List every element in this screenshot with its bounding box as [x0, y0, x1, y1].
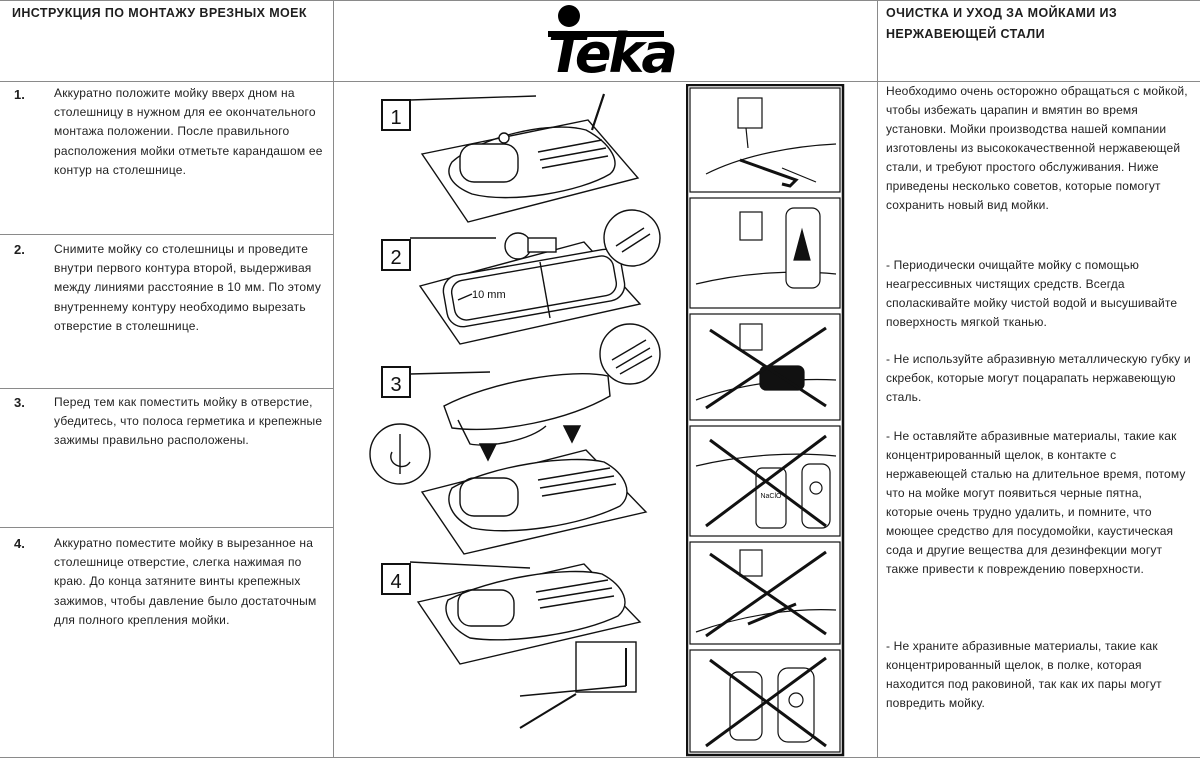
cut-offset-dimension: 10 mm	[472, 289, 506, 301]
logo-wordmark: Teka	[548, 22, 678, 85]
care-tip-no-chemicals: - Не оставляйте абразивные материалы, та…	[886, 429, 1186, 576]
care-title: ОЧИСТКА И УХОД ЗА МОЙКАМИ ИЗ НЕРЖАВЕЮЩЕЙ…	[886, 6, 1118, 41]
installation-title: ИНСТРУКЦИЯ ПО МОНТАЖУ ВРЕЗНЫХ МОЕК	[12, 6, 307, 20]
pictogram-rinse	[689, 87, 841, 193]
left-column-divider	[333, 0, 334, 758]
step-4-number: 4.	[14, 536, 25, 551]
step-1-number: 1.	[14, 87, 25, 102]
diagram-step-label-2: 2	[390, 247, 401, 269]
bottle-label-naclo: NaClO	[760, 493, 782, 500]
pictogram-no-storage-under-sink	[689, 649, 841, 753]
table-top-border	[0, 0, 1200, 1]
diagram-step-label-1: 1	[390, 107, 401, 129]
logo-bar	[548, 31, 664, 37]
care-tip-gentle-cleaning: - Периодически очищайте мойку с помощью …	[886, 258, 1178, 329]
logo-dot	[558, 5, 580, 27]
table-bottom-border	[0, 757, 1200, 758]
care-tip-no-abrasive-sponge: - Не используйте абразивную металлическу…	[886, 352, 1191, 404]
pictogram-no-abrasive-sponge	[689, 313, 841, 421]
teka-logo: Teka	[548, 4, 678, 85]
care-pictograms: NaClO	[686, 84, 845, 757]
diagram-step-label-3: 3	[390, 374, 401, 396]
step-4-text: Аккуратно поместите мойку в вырезанное н…	[54, 536, 317, 627]
diagram-step-1: 1	[381, 93, 640, 223]
pictogram-no-scraper	[689, 541, 841, 645]
installation-diagram: 1 2 10 mm 3	[369, 93, 661, 729]
right-column-divider	[877, 0, 878, 758]
step-divider-3	[0, 527, 333, 528]
diagram-step-4: 4	[381, 561, 642, 729]
step-2-number: 2.	[14, 242, 25, 257]
pictogram-mild-detergent	[689, 197, 841, 309]
care-tip-storage: - Не храните абразивные материалы, такие…	[886, 639, 1162, 710]
header-row-divider	[0, 81, 1200, 82]
care-intro: Необходимо очень осторожно обращаться с …	[886, 84, 1188, 212]
diagram-step-label-4: 4	[390, 571, 401, 593]
pictogram-no-chemicals-contact: NaClO	[689, 425, 841, 537]
step-divider-2	[0, 388, 333, 389]
step-divider-1	[0, 234, 333, 235]
step-1-text: Аккуратно положите мойку вверх дном на с…	[54, 86, 323, 177]
diagram-step-2: 2 10 mm	[381, 209, 661, 345]
diagram-step-3: 3	[369, 323, 661, 555]
step-2-text: Снимите мойку со столешницы и проведите …	[54, 242, 322, 333]
step-3-text: Перед тем как поместить мойку в отверсти…	[54, 395, 323, 448]
step-3-number: 3.	[14, 395, 25, 410]
